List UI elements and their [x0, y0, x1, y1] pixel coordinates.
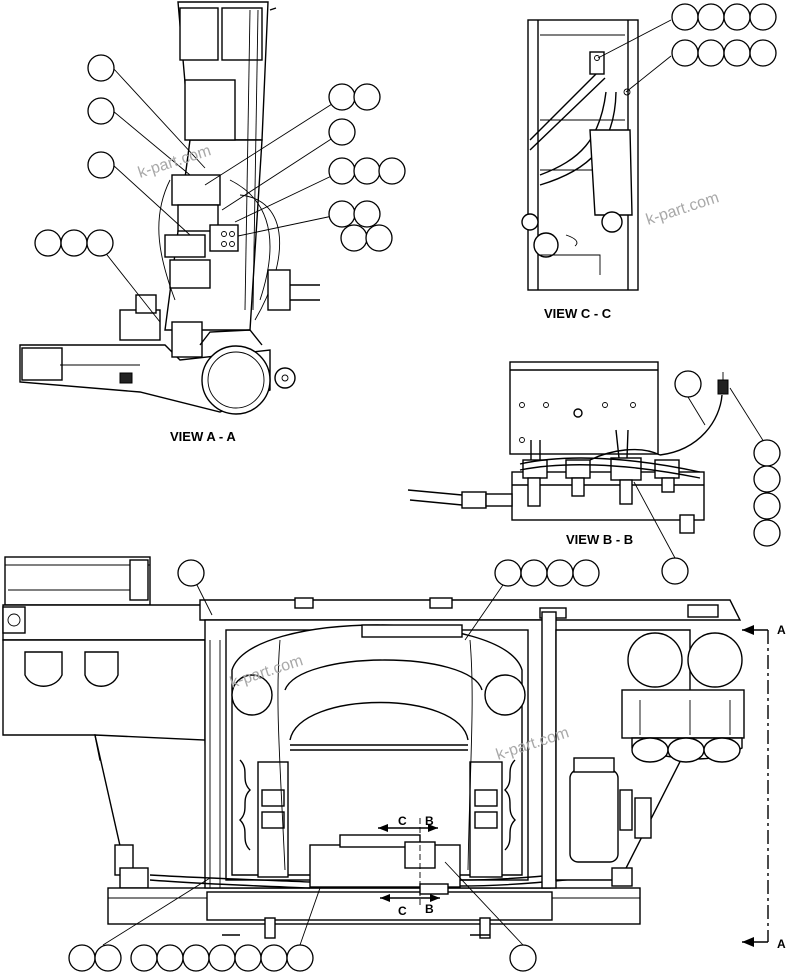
callout-bubble[interactable] — [286, 944, 314, 972]
callout-bubble[interactable] — [697, 3, 725, 31]
section-line-a — [742, 625, 769, 947]
view-b-callouts — [633, 370, 781, 585]
callout-bubble[interactable] — [674, 370, 702, 398]
callout-bubble[interactable] — [353, 83, 381, 111]
section-arrows-bc — [378, 818, 440, 906]
view-a-drawing — [19, 1, 320, 415]
section-mark-b-upper: B — [425, 814, 434, 828]
view-a-caption: VIEW A - A — [170, 429, 236, 444]
callout-bubble[interactable] — [378, 157, 406, 185]
view-b-caption: VIEW B - B — [566, 532, 633, 547]
callout-bubble[interactable] — [671, 39, 699, 67]
section-mark-a-top: A — [777, 623, 786, 637]
callout-bubble[interactable] — [60, 229, 88, 257]
section-mark-c-lower: C — [398, 904, 407, 918]
callout-bubble[interactable] — [353, 200, 381, 228]
callout-bubble[interactable] — [572, 559, 600, 587]
callout-bubble[interactable] — [130, 944, 158, 972]
callout-bubble[interactable] — [234, 944, 262, 972]
callout-bubble[interactable] — [753, 465, 781, 493]
callout-bubble[interactable] — [353, 157, 381, 185]
callout-bubble[interactable] — [87, 97, 115, 125]
callout-bubble[interactable] — [661, 557, 689, 585]
callout-bubble[interactable] — [723, 3, 751, 31]
callout-bubble[interactable] — [328, 200, 356, 228]
view-c-callouts — [597, 3, 777, 93]
callout-bubble[interactable] — [509, 944, 537, 972]
callout-bubble[interactable] — [328, 118, 356, 146]
section-mark-b-lower: B — [425, 902, 434, 916]
callout-bubble[interactable] — [156, 944, 184, 972]
callout-bubble[interactable] — [94, 944, 122, 972]
callout-bubble[interactable] — [68, 944, 96, 972]
callout-bubble[interactable] — [177, 559, 205, 587]
view-b-drawing — [407, 361, 729, 534]
callout-bubble[interactable] — [365, 224, 393, 252]
callout-bubble[interactable] — [340, 224, 368, 252]
callout-bubble[interactable] — [328, 157, 356, 185]
callout-bubble[interactable] — [182, 944, 210, 972]
view-c-caption: VIEW C - C — [544, 306, 612, 321]
callout-bubble[interactable] — [520, 559, 548, 587]
view-c-drawing — [521, 19, 639, 291]
callout-bubble[interactable] — [753, 519, 781, 547]
callout-bubble[interactable] — [723, 39, 751, 67]
callout-bubble[interactable] — [86, 229, 114, 257]
callout-bubble[interactable] — [749, 3, 777, 31]
callout-bubble[interactable] — [87, 151, 115, 179]
callout-bubble[interactable] — [749, 39, 777, 67]
callout-bubble[interactable] — [753, 439, 781, 467]
main-view-callouts — [68, 559, 600, 972]
callout-bubble[interactable] — [260, 944, 288, 972]
callout-bubble[interactable] — [208, 944, 236, 972]
callout-bubble[interactable] — [87, 54, 115, 82]
callout-bubble[interactable] — [328, 83, 356, 111]
callout-bubble[interactable] — [546, 559, 574, 587]
section-mark-a-bottom: A — [777, 937, 786, 951]
main-front-view — [2, 556, 745, 939]
callout-bubble[interactable] — [671, 3, 699, 31]
callout-bubble[interactable] — [34, 229, 62, 257]
callout-bubble[interactable] — [753, 492, 781, 520]
watermark: k-part.com — [644, 189, 721, 229]
section-mark-c-upper: C — [398, 814, 407, 828]
view-a-callouts — [34, 54, 406, 323]
callout-bubble[interactable] — [697, 39, 725, 67]
callout-bubble[interactable] — [494, 559, 522, 587]
